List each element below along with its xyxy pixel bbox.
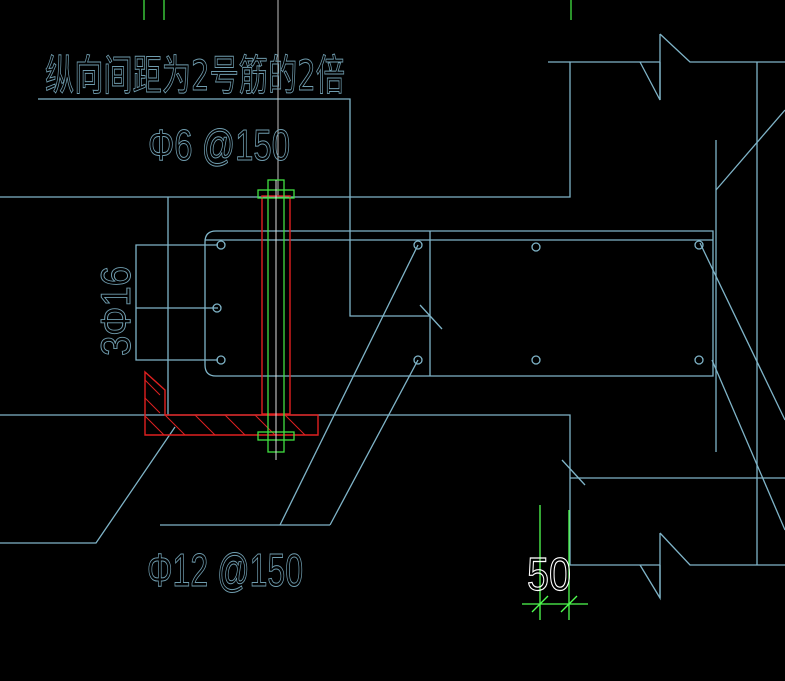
break-line-top-notch xyxy=(639,61,661,101)
column-diag-top xyxy=(715,109,785,191)
hatched-angle xyxy=(144,370,319,436)
bottom-bars-label: Φ12 @150 xyxy=(147,544,303,596)
top-bars-label: 3Φ16 xyxy=(92,266,139,356)
hatch-line xyxy=(194,414,216,436)
rebar-dot xyxy=(413,355,423,365)
hatch-line xyxy=(144,415,165,436)
break-line-bottom-notch xyxy=(639,564,661,601)
hatch-line xyxy=(144,379,161,396)
dimension-50 xyxy=(522,505,588,620)
rebar-dot xyxy=(212,303,222,313)
rebar-dots xyxy=(212,240,704,365)
rebar-dot xyxy=(216,240,226,250)
hatch-line xyxy=(284,414,306,436)
break-line-top xyxy=(659,33,785,63)
dim-tick-right xyxy=(560,595,578,613)
rebar-dot xyxy=(531,242,541,252)
rebar-dot xyxy=(216,355,226,365)
stirrup-label: Φ6 @150 xyxy=(148,121,290,170)
rebar-dot xyxy=(413,240,423,250)
bar-bracket xyxy=(135,244,218,361)
leader-bar-1 xyxy=(279,244,419,526)
rebar-dot xyxy=(531,355,541,365)
beam-block xyxy=(204,230,714,377)
top-reference-lines xyxy=(143,0,572,20)
leader-bar-2 xyxy=(329,359,419,526)
slab-bottom-tick xyxy=(561,459,586,486)
dimension-text: 50 xyxy=(527,548,571,600)
dim-tick-left xyxy=(531,595,549,613)
break-line-bottom xyxy=(659,532,785,566)
column-diag-2 xyxy=(711,359,785,531)
slab-top-edge xyxy=(0,61,660,198)
weld-leader xyxy=(0,426,176,544)
note-leader xyxy=(38,98,430,317)
rebar-dot xyxy=(694,240,704,250)
rebar-dot xyxy=(694,355,704,365)
hatch-line xyxy=(164,414,186,436)
hatch-line xyxy=(224,414,246,436)
structure-lines xyxy=(0,33,785,601)
note-leader-tick xyxy=(419,304,443,330)
hatch-line xyxy=(144,397,161,414)
column-diag-1 xyxy=(699,242,785,421)
note-text: 纵向间距为2号筋的2倍 xyxy=(45,51,345,100)
